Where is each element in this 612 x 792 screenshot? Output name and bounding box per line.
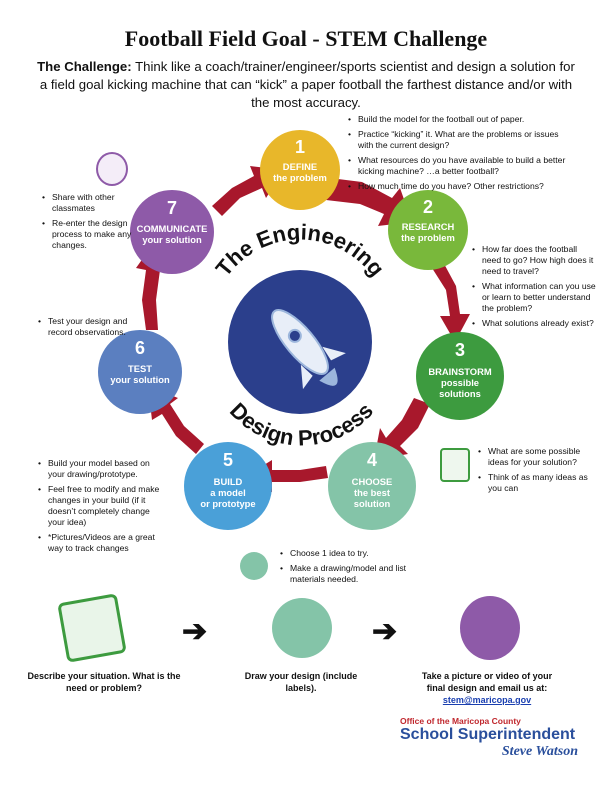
step-5-circle	[184, 442, 272, 530]
phone-icon	[96, 152, 128, 186]
note-communicate-1: Share with other classmates	[42, 192, 132, 214]
gear-lightbulb-icon	[240, 552, 268, 580]
note-research-1: How far does the football need to go? Ho…	[472, 244, 598, 277]
step-label: BRAINSTORM	[428, 366, 492, 378]
step-label: COMMUNICATE	[136, 222, 208, 234]
step-number: 4	[366, 449, 377, 470]
notes-test: Test your design and record observations…	[38, 316, 128, 342]
right-arrow-icon: ➔	[182, 615, 208, 648]
note-define-3: What resources do you have available to …	[348, 155, 568, 177]
rocket-icon	[271, 309, 346, 390]
step-label: BUILD	[213, 476, 243, 488]
step-label: your solution	[110, 373, 170, 385]
note-communicate-2: Re-enter the design process to make any …	[42, 218, 132, 251]
arrow-3-4	[374, 398, 430, 460]
note-define-4: How much time do you have? Other restric…	[348, 181, 568, 192]
step-3-circle	[416, 332, 504, 420]
note-define-1: Build the model for the football out of …	[348, 114, 568, 125]
right-arrow-icon: ➔	[372, 615, 398, 648]
note-build-3: *Pictures/Videos are a great way to trac…	[38, 532, 168, 554]
logo-line3: Steve Watson	[501, 744, 578, 759]
note-define-2: Practice “kicking” it. What are the prob…	[348, 129, 568, 151]
step-label: solution	[353, 498, 391, 510]
step-label: RESEARCH	[401, 221, 455, 233]
notes-define: Build the model for the football out of …	[348, 114, 568, 196]
note-build-2: Feel free to modify and make changes in …	[38, 484, 168, 528]
step-label: solutions	[439, 388, 481, 400]
step-6-circle	[98, 330, 182, 414]
footer-step3-text: Take a picture or video of your final de…	[421, 671, 553, 693]
step-label: or prototype	[200, 498, 256, 510]
superintendent-logo: Office of the Maricopa County School Sup…	[400, 716, 600, 760]
step-number: 7	[166, 197, 177, 218]
step-label: your solution	[142, 233, 202, 245]
challenge-statement: The Challenge: Think like a coach/traine…	[36, 58, 576, 112]
logo-line1: Office of the Maricopa County	[400, 716, 521, 726]
note-research-3: What solutions already exist?	[472, 318, 598, 329]
step-label: the best	[354, 487, 390, 499]
step-label: a model	[210, 487, 246, 499]
step-label: the problem	[273, 172, 327, 184]
hand-lightbulb-icon	[440, 448, 470, 482]
note-brainstorm-2: Think of as many ideas as you can	[478, 472, 588, 494]
step-number: 3	[454, 339, 465, 360]
step-label: CHOOSE	[351, 476, 393, 488]
challenge-text: Think like a coach/trainer/engineer/spor…	[39, 59, 575, 110]
note-build-1: Build your model based on your drawing/p…	[38, 458, 168, 480]
step-number: 1	[294, 137, 305, 158]
note-test-1: Test your design and record observations…	[38, 316, 128, 338]
arrow-2-3	[432, 260, 470, 342]
page-title: Football Field Goal - STEM Challenge	[124, 26, 488, 51]
logo-line2: School Superintendent	[400, 726, 576, 743]
step-label: TEST	[128, 362, 152, 374]
step-2-circle	[388, 190, 468, 270]
footer-step2: Draw your design (include labels).	[244, 671, 358, 693]
notes-research: How far does the football need to go? Ho…	[472, 244, 598, 333]
footer-step1: Describe your situation. What is the nee…	[27, 671, 181, 693]
step-number: 6	[134, 337, 145, 358]
step-7-circle	[130, 190, 214, 274]
step-label: DEFINE	[282, 161, 318, 173]
notes-communicate: Share with other classmates Re-enter the…	[42, 192, 132, 255]
step-number: 2	[422, 197, 433, 218]
notes-brainstorm: What are some possible ideas for your so…	[478, 446, 588, 498]
gear-lightbulb-icon	[272, 598, 332, 658]
hand-lightbulb-icon	[57, 593, 127, 663]
step-label: possible	[440, 377, 480, 389]
footer-step3: Take a picture or video of your final de…	[412, 670, 562, 706]
step-1-circle	[260, 130, 340, 210]
phone-icon	[460, 596, 520, 660]
step-label: the problem	[401, 232, 455, 244]
challenge-label: The Challenge:	[37, 59, 132, 74]
note-choose-2: Make a drawing/model and list materials …	[280, 563, 420, 585]
note-research-2: What information can you use or learn to…	[472, 281, 598, 314]
email-link[interactable]: stem@maricopa.gov	[442, 695, 532, 705]
note-brainstorm-1: What are some possible ideas for your so…	[478, 446, 588, 468]
notes-build: Build your model based on your drawing/p…	[38, 458, 168, 558]
note-choose-1: Choose 1 idea to try.	[280, 548, 420, 559]
step-number: 5	[222, 449, 233, 470]
step-4-circle	[328, 442, 416, 530]
notes-choose: Choose 1 idea to try. Make a drawing/mod…	[280, 548, 420, 589]
